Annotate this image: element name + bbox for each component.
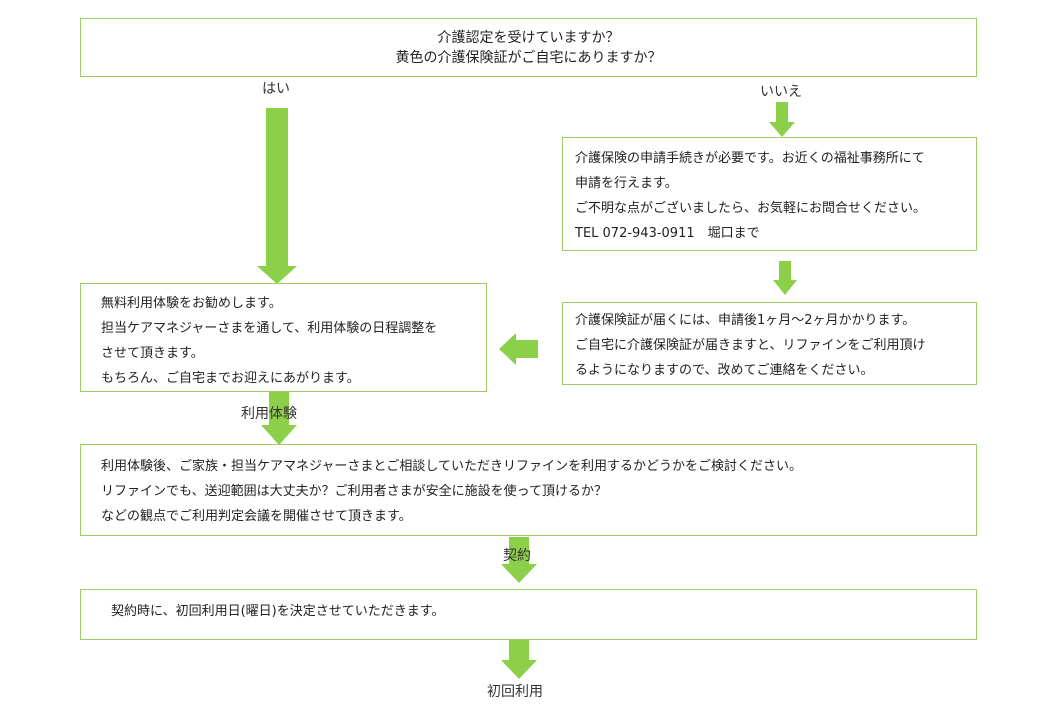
yes-label: はい	[262, 81, 290, 97]
yes-arrow	[257, 108, 297, 284]
question-line-2: 黄色の介護保険証がご自宅にありますか？	[395, 50, 662, 66]
trial-box: 無料利用体験をお勧めします。 担当ケアマネジャーさまを通して、利用体験の日程調整…	[80, 283, 487, 392]
trial-arrow	[261, 392, 297, 445]
contract-arrow	[501, 537, 537, 583]
application-down-arrow	[773, 261, 797, 295]
contract-box: 契約時に、初回利用日(曜日)を決定させていただきます。	[80, 589, 977, 640]
certificate-line-1: 介護保険証が届くには、申請後1ヶ月～2ヶ月かかります。	[575, 313, 916, 328]
application-line-1: 介護保険の申請手続きが必要です。お近くの福祉事務所にて	[575, 151, 925, 166]
application-line-2: 申請を行えます。	[575, 176, 678, 191]
question-box: 介護認定を受けていますか？ 黄色の介護保険証がご自宅にありますか？	[80, 18, 977, 77]
certificate-line-3: るようになりますので、改めてご連絡をください。	[575, 363, 874, 378]
trial-line-4: もちろん、ご自宅までお迎えにあがります。	[101, 371, 360, 386]
certificate-left-arrow	[499, 333, 538, 365]
application-line-4: TEL 072-943-0911 堀口まで	[575, 226, 760, 241]
certificate-box: 介護保険証が届くには、申請後1ヶ月～2ヶ月かかります。 ご自宅に介護保険証が届き…	[562, 302, 977, 385]
contract-text: 契約時に、初回利用日(曜日)を決定させていただきます。	[111, 604, 445, 619]
first-use-arrow	[501, 640, 537, 679]
review-line-2: リファインでも、送迎範囲は大丈夫か？ご利用者さまが安全に施設を使って頂けるか？	[101, 484, 607, 499]
question-line-1: 介護認定を受けていますか？	[437, 30, 620, 46]
trial-line-2: 担当ケアマネジャーさまを通して、利用体験の日程調整を	[101, 321, 438, 336]
trial-label: 利用体験	[241, 406, 297, 422]
certificate-line-2: ご自宅に介護保険証が届きますと、リファインをご利用頂け	[575, 338, 926, 353]
application-line-3: ご不明な点がございましたら、お気軽にお問合せください。	[575, 201, 927, 216]
application-box: 介護保険の申請手続きが必要です。お近くの福祉事務所にて 申請を行えます。 ご不明…	[562, 137, 977, 251]
review-box: 利用体験後、ご家族・担当ケアマネジャーさまとご相談していただきリファインを利用す…	[80, 444, 977, 536]
trial-line-1: 無料利用体験をお勧めします。	[101, 296, 282, 311]
trial-line-3: させて頂きます。	[101, 346, 204, 361]
no-label: いいえ	[760, 84, 802, 100]
contract-label: 契約	[503, 548, 531, 564]
first-use-label: 初回利用	[487, 684, 543, 700]
no-arrow	[769, 102, 795, 137]
review-line-3: などの観点でご利用判定会議を開催させて頂きます。	[101, 509, 412, 524]
review-line-1: 利用体験後、ご家族・担当ケアマネジャーさまとご相談していただきリファインを利用す…	[101, 459, 802, 474]
